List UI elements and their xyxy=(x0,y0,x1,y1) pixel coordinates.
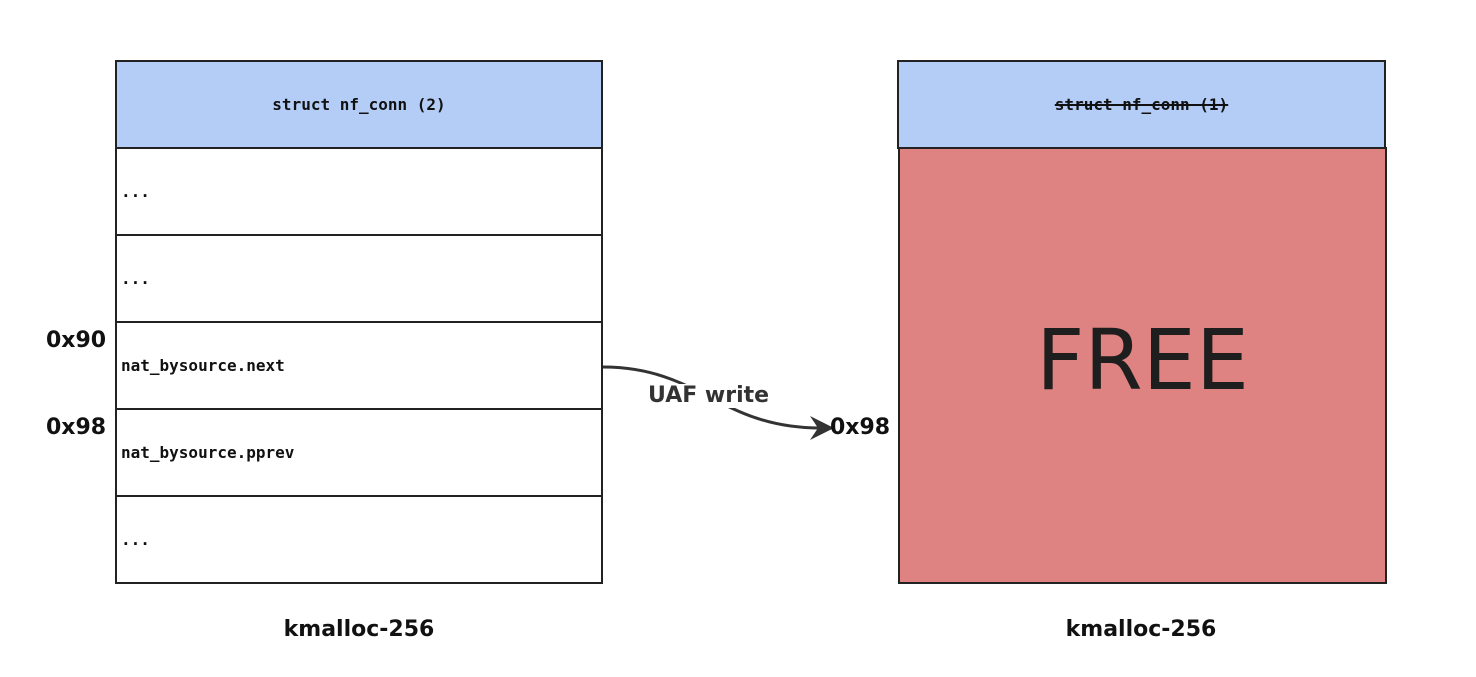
field-label: nat_bysource.pprev xyxy=(121,443,295,462)
free-label: FREE xyxy=(1036,310,1249,409)
right-slab-caption: kmalloc-256 xyxy=(1065,617,1217,642)
right-struct-header-label: struct nf_conn (1) xyxy=(1054,95,1229,114)
field-label: nat_bysource.next xyxy=(121,356,285,375)
left-struct-header-label: struct nf_conn (2) xyxy=(272,95,446,114)
left-struct-header: struct nf_conn (2) xyxy=(115,60,603,149)
field-label: ... xyxy=(121,269,150,288)
target-offset-label: 0x98 xyxy=(830,415,891,440)
offset-label-0x98: 0x98 xyxy=(46,415,107,440)
left-struct-field-nat-bysource-pprev: nat_bysource.pprev xyxy=(115,408,603,497)
free-region: FREE xyxy=(898,147,1387,584)
field-label: ... xyxy=(121,182,150,201)
field-label: ... xyxy=(121,530,150,549)
offset-label-0x90: 0x90 xyxy=(46,328,107,353)
left-slab-caption: kmalloc-256 xyxy=(283,617,435,642)
left-struct-field: ... xyxy=(115,234,603,323)
arrow-label: UAF write xyxy=(644,383,774,409)
left-struct-field: ... xyxy=(115,495,603,584)
